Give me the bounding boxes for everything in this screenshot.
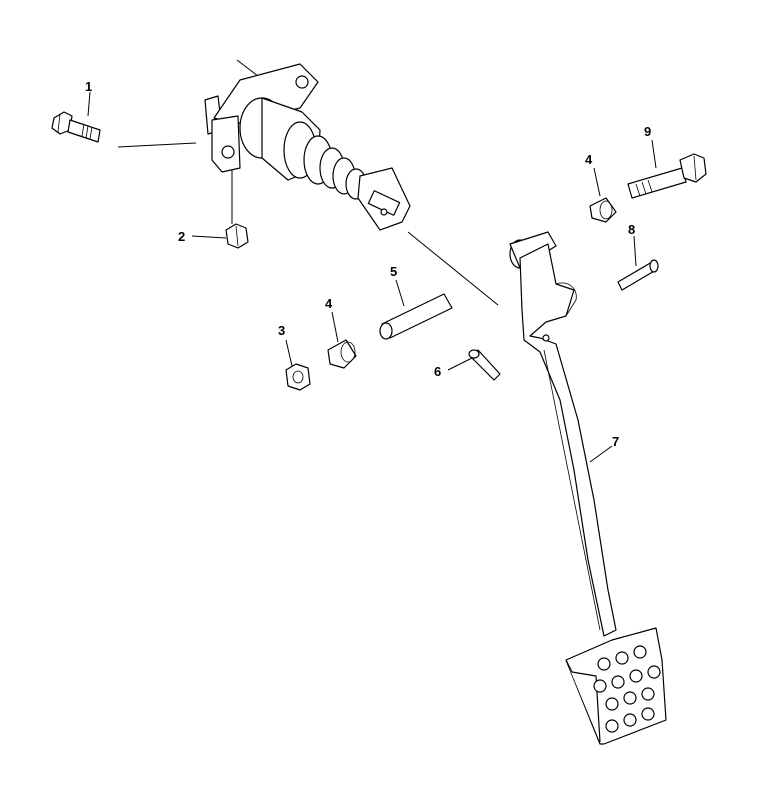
pedal-arm-part-7 <box>509 231 667 745</box>
pedal-pad-holes <box>593 645 661 733</box>
bolt-part-9 <box>627 153 707 199</box>
callout-leaders <box>87 91 657 463</box>
bolt-part-1 <box>51 111 101 143</box>
master-cylinder <box>204 63 411 231</box>
callout-1: 1 <box>85 79 92 94</box>
bushing-part-4a <box>327 339 357 369</box>
callout-4a: 4 <box>325 296 333 311</box>
pin-part-5 <box>379 293 453 340</box>
callout-6: 6 <box>434 364 441 379</box>
callout-2: 2 <box>178 229 185 244</box>
cotter-pin-part-6 <box>468 349 501 381</box>
callout-7: 7 <box>612 434 619 449</box>
clevis-pin-part-8 <box>617 259 659 291</box>
callout-8: 8 <box>628 222 635 237</box>
assembly-lines <box>117 59 499 306</box>
callout-labels: 1 2 3 4 4 5 6 7 8 9 <box>85 79 651 449</box>
nut-part-2 <box>225 170 249 249</box>
nut-part-3 <box>285 363 311 391</box>
bushing-part-4b <box>589 197 617 223</box>
callout-3: 3 <box>278 323 285 338</box>
callout-9: 9 <box>644 124 651 139</box>
callout-5: 5 <box>390 264 397 279</box>
callout-4b: 4 <box>585 152 593 167</box>
